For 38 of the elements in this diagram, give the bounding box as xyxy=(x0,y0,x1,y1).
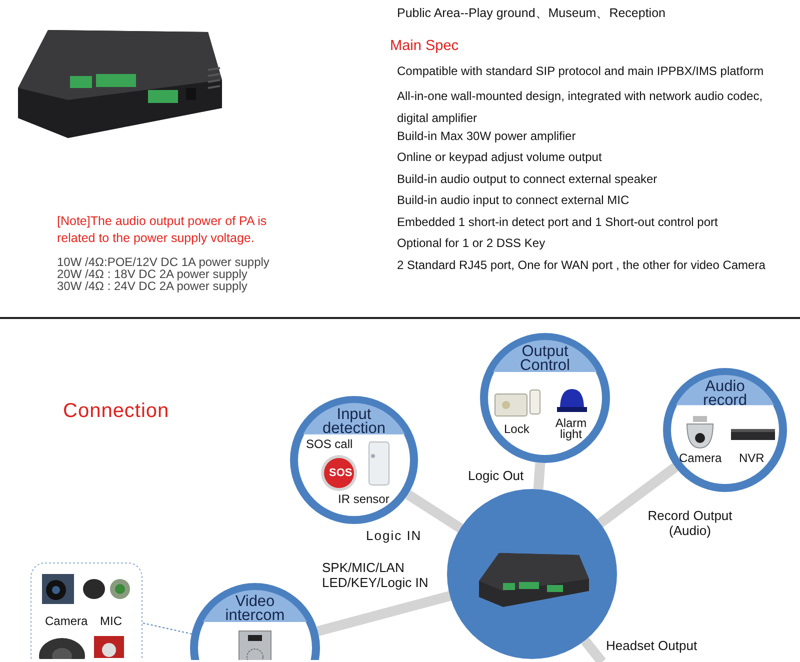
spec-text: Build-in audio output to connect external speaker xyxy=(397,172,658,186)
connector-band xyxy=(316,591,452,636)
spec-text: Compatible with standard SIP protocol and main IPPBX/IMS platform xyxy=(397,64,764,78)
spec-text: 2 Standard RJ45 port, One for WAN port , the other for video Camera xyxy=(397,258,766,272)
device-label: Lock xyxy=(504,424,530,435)
spec-text: Build-in Max 30W power amplifier xyxy=(397,129,576,144)
device-label: IR sensor xyxy=(338,494,390,505)
device-label: Camera xyxy=(679,453,722,464)
spec-text: Online or keypad adjust volume output xyxy=(397,150,602,164)
power-spec-text: 30W /4Ω : 24V DC 2A power supply xyxy=(57,280,248,292)
section-heading: Connection xyxy=(63,399,170,423)
spec-text: Public Area--Play ground、Museum、Reception xyxy=(397,6,666,21)
circle-title: Input detection xyxy=(322,408,386,436)
edge-label: Headset Output xyxy=(606,638,698,653)
device-label: MIC xyxy=(100,616,122,627)
connector-band xyxy=(405,490,464,532)
device-label: NVR xyxy=(739,453,764,464)
spec-text: Optional for 1 or 2 DSS Key xyxy=(397,236,546,250)
leader-line xyxy=(142,622,192,634)
edge-label: Logic Out xyxy=(468,468,524,483)
edge-label: Logic IN xyxy=(366,528,422,543)
device-label: SOS xyxy=(329,468,352,479)
section-heading: Main Spec xyxy=(390,38,459,56)
circle-title: Video intercom xyxy=(225,595,285,623)
power-spec-text: 10W /4Ω:POE/12V DC 1A power supply xyxy=(57,256,270,268)
connector-band xyxy=(533,462,546,490)
device-label: SOS call xyxy=(306,439,353,450)
spec-text: Build-in audio input to connect external MIC xyxy=(397,193,630,208)
spec-text: All-in-one wall-mounted design, integrated with network audio codec, digital amplifier xyxy=(397,88,764,127)
device-label: Camera xyxy=(45,616,88,627)
power-spec-text: 20W /4Ω : 18V DC 2A power supply xyxy=(57,268,248,280)
connector-band xyxy=(597,463,678,528)
circle-title: Audio record xyxy=(703,380,747,408)
spec-text: Embedded 1 short-in detect port and 1 Short-out control port xyxy=(397,215,718,230)
device-label: Alarm light xyxy=(554,418,588,440)
circle-title: Output Control xyxy=(520,345,570,373)
connector-band xyxy=(580,637,606,662)
note-text: [Note]The audio output power of PA is related to the power supply voltage. xyxy=(57,213,268,247)
